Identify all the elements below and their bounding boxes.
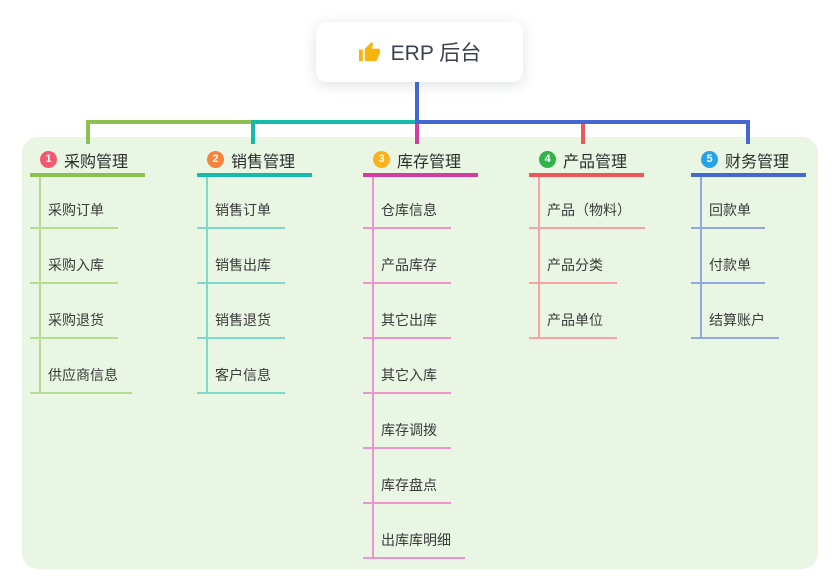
branch-children: 回款单 付款单 结算账户 xyxy=(691,177,806,339)
child-item[interactable]: 供应商信息 xyxy=(30,339,132,394)
branch-sales: 2 销售管理 销售订单 销售出库 销售退货 客户信息 xyxy=(197,150,312,394)
thumbs-up-icon xyxy=(358,41,381,64)
branch-title-product[interactable]: 4 产品管理 xyxy=(529,150,644,177)
connector-branch1-drop xyxy=(86,120,90,144)
branch-number-badge: 1 xyxy=(40,151,57,168)
branch-trunk-line xyxy=(206,177,208,394)
branch-children: 销售订单 销售出库 销售退货 客户信息 xyxy=(197,177,312,394)
root-node[interactable]: ERP 后台 xyxy=(316,22,523,82)
branch-number-badge: 3 xyxy=(373,151,390,168)
branch-product: 4 产品管理 产品（物料） 产品分类 产品单位 xyxy=(529,150,645,339)
connector-branch1-horizontal xyxy=(86,120,253,124)
connector-branch2-drop xyxy=(251,120,255,144)
root-label: ERP 后台 xyxy=(390,42,482,65)
child-item[interactable]: 其它入库 xyxy=(363,339,451,394)
branch-trunk-line xyxy=(39,177,41,394)
child-item[interactable]: 库存盘点 xyxy=(363,449,451,504)
connector-branch2-horizontal xyxy=(251,120,417,124)
child-item[interactable]: 产品分类 xyxy=(529,229,617,284)
branch-title-label: 财务管理 xyxy=(725,153,790,171)
connector-right-horizontal xyxy=(415,120,750,124)
branch-title-sales[interactable]: 2 销售管理 xyxy=(197,150,312,177)
branch-title-label: 产品管理 xyxy=(563,153,628,171)
branch-number-badge: 4 xyxy=(539,151,556,168)
child-item[interactable]: 销售订单 xyxy=(197,177,285,229)
thumbs-up-icon-svg xyxy=(358,41,380,61)
child-item[interactable]: 其它出库 xyxy=(363,284,451,339)
connector-branch3-drop xyxy=(415,124,419,144)
child-item[interactable]: 回款单 xyxy=(691,177,765,229)
branch-purchase: 1 采购管理 采购订单 采购入库 采购退货 供应商信息 xyxy=(30,150,145,394)
branch-finance: 5 财务管理 回款单 付款单 结算账户 xyxy=(691,150,806,339)
branch-title-label: 销售管理 xyxy=(231,153,296,171)
child-item[interactable]: 仓库信息 xyxy=(363,177,451,229)
connector-root-drop xyxy=(415,82,419,124)
child-item[interactable]: 出库库明细 xyxy=(363,504,465,559)
child-item[interactable]: 付款单 xyxy=(691,229,765,284)
connector-branch5-drop xyxy=(746,120,750,144)
branch-title-inventory[interactable]: 3 库存管理 xyxy=(363,150,478,177)
branch-inventory: 3 库存管理 仓库信息 产品库存 其它出库 其它入库 库存调拨 库存盘点 出库库… xyxy=(363,150,478,559)
child-item[interactable]: 销售退货 xyxy=(197,284,285,339)
branch-title-label: 库存管理 xyxy=(397,153,462,171)
branch-children: 仓库信息 产品库存 其它出库 其它入库 库存调拨 库存盘点 出库库明细 xyxy=(363,177,478,559)
child-item[interactable]: 客户信息 xyxy=(197,339,285,394)
child-item[interactable]: 产品单位 xyxy=(529,284,617,339)
branch-trunk-line xyxy=(372,177,374,559)
branch-children: 产品（物料） 产品分类 产品单位 xyxy=(529,177,645,339)
child-item[interactable]: 产品库存 xyxy=(363,229,451,284)
connector-branch4-drop xyxy=(581,124,585,144)
child-item[interactable]: 采购退货 xyxy=(30,284,118,339)
branches-panel xyxy=(22,137,818,569)
branch-number-badge: 5 xyxy=(701,151,718,168)
branch-number-badge: 2 xyxy=(207,151,224,168)
branch-children: 采购订单 采购入库 采购退货 供应商信息 xyxy=(30,177,145,394)
child-item[interactable]: 采购订单 xyxy=(30,177,118,229)
branch-trunk-line xyxy=(700,177,702,339)
child-item[interactable]: 产品（物料） xyxy=(529,177,645,229)
branch-title-finance[interactable]: 5 财务管理 xyxy=(691,150,806,177)
branch-title-label: 采购管理 xyxy=(64,153,129,171)
child-item[interactable]: 采购入库 xyxy=(30,229,118,284)
branch-title-purchase[interactable]: 1 采购管理 xyxy=(30,150,145,177)
child-item[interactable]: 结算账户 xyxy=(691,284,779,339)
branch-trunk-line xyxy=(538,177,540,339)
child-item[interactable]: 库存调拨 xyxy=(363,394,451,449)
child-item[interactable]: 销售出库 xyxy=(197,229,285,284)
